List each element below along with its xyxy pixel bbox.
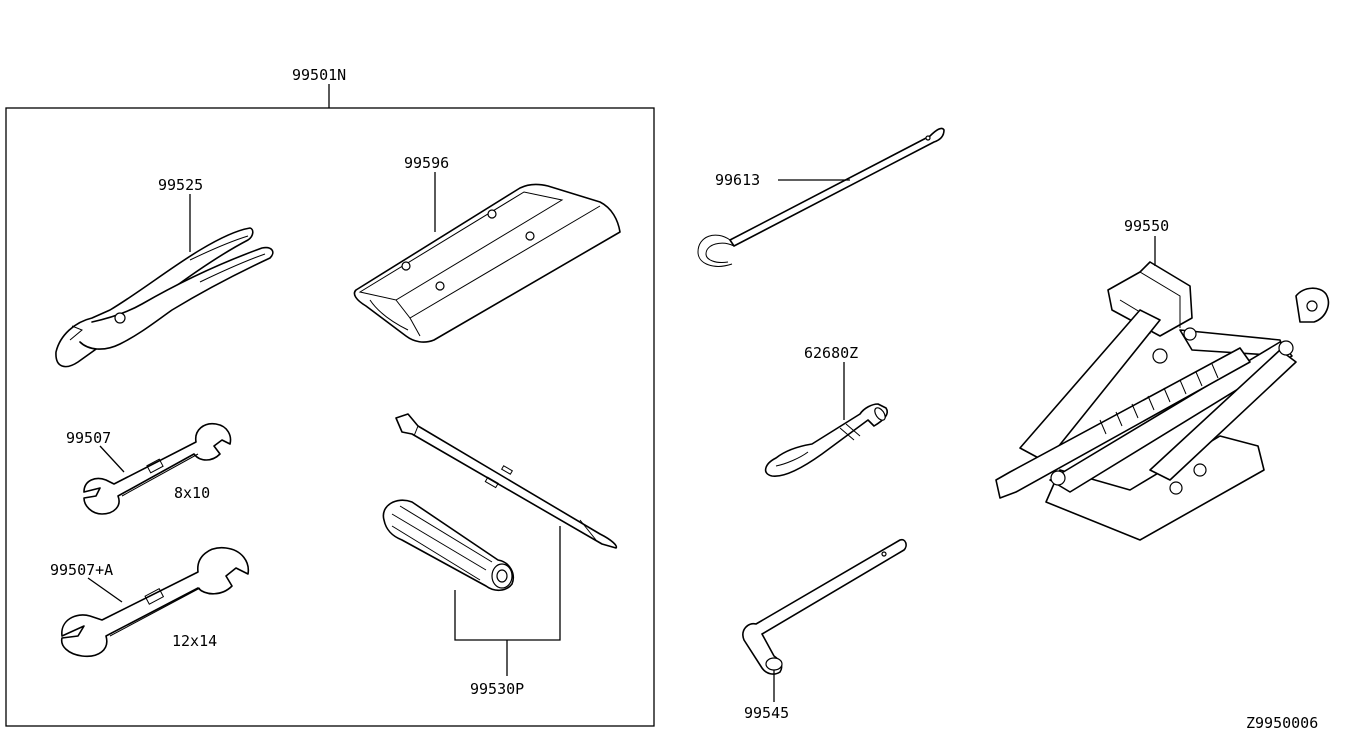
wrench-large-size[interactable]: 12x14 [172, 632, 217, 650]
wrench-large-leader [87, 577, 123, 603]
pliers-drawing[interactable] [55, 227, 274, 368]
lug-wrench-drawing[interactable] [742, 538, 907, 675]
screwdriver-set-label[interactable]: 99530P [470, 680, 524, 698]
wrench-small-drawing[interactable] [83, 422, 232, 515]
screwdriver-handle-drawing[interactable] [382, 499, 514, 592]
wrench-small-label[interactable]: 99507 [66, 429, 111, 447]
kit-label[interactable]: 99501N [292, 66, 346, 84]
wrench-large-drawing[interactable] [60, 547, 250, 658]
tow-hook-drawing[interactable] [764, 403, 889, 477]
wrench-small-leader [99, 445, 125, 473]
hook-rod-label[interactable]: 99613 [715, 171, 760, 189]
tow-hook-label[interactable]: 62680Z [804, 344, 858, 362]
drawing-code: Z9950006 [1246, 714, 1318, 732]
screwdriver-shaft-drawing[interactable] [395, 413, 618, 549]
hook-rod-drawing[interactable] [697, 127, 945, 267]
bag-drawing[interactable] [353, 183, 621, 343]
jack-drawing[interactable] [995, 261, 1330, 541]
pliers-label[interactable]: 99525 [158, 176, 203, 194]
wrench-large-label[interactable]: 99507+A [50, 561, 113, 579]
jack-label[interactable]: 99550 [1124, 217, 1169, 235]
bag-label[interactable]: 99596 [404, 154, 449, 172]
wrench-small-size[interactable]: 8x10 [174, 484, 210, 502]
kit-box [5, 107, 655, 727]
lug-wrench-label[interactable]: 99545 [744, 704, 789, 722]
